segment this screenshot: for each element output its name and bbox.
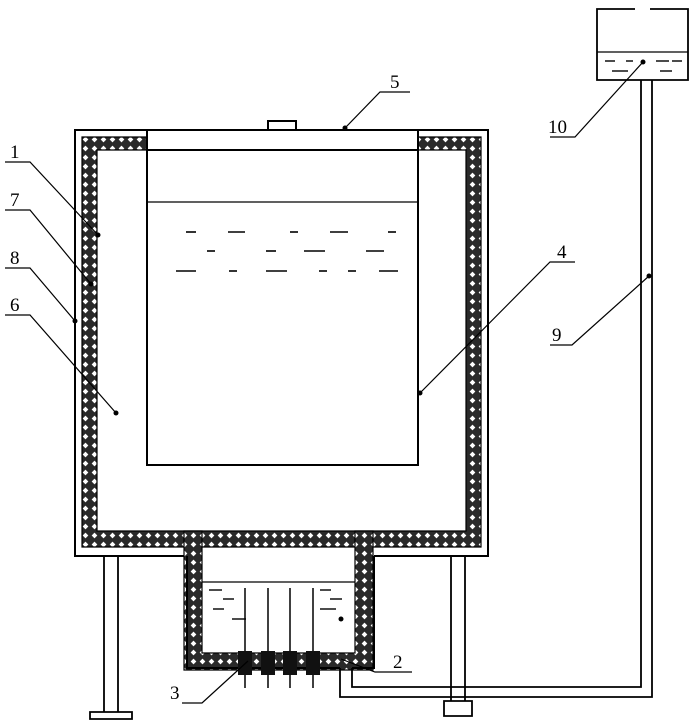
outer-shell	[74, 129, 489, 557]
label-2: 2	[393, 652, 403, 673]
label-7: 7	[10, 190, 20, 211]
lower-chamber-shell	[186, 556, 375, 669]
label-6: 6	[10, 295, 20, 316]
label-10: 10	[548, 117, 567, 138]
label-5: 5	[390, 72, 400, 93]
lower-chamber-insulation	[183, 530, 374, 671]
inner-vessel	[146, 149, 419, 466]
leader-lines	[5, 61, 650, 704]
label-8: 8	[10, 248, 20, 269]
leader-dots	[72, 59, 652, 622]
tank-water-dashes	[605, 60, 682, 72]
header-tank	[596, 8, 689, 81]
label-1: 1	[10, 142, 20, 163]
lid	[146, 129, 419, 151]
label-9: 9	[552, 325, 562, 346]
support-legs	[89, 556, 473, 720]
reservoir-water-dashes	[209, 589, 342, 620]
supply-pipe	[339, 80, 653, 698]
vessel-water-dashes	[176, 231, 398, 272]
lid-handle	[267, 120, 297, 131]
label-3: 3	[170, 683, 180, 704]
label-4: 4	[557, 242, 567, 263]
heater-elements	[238, 588, 320, 688]
